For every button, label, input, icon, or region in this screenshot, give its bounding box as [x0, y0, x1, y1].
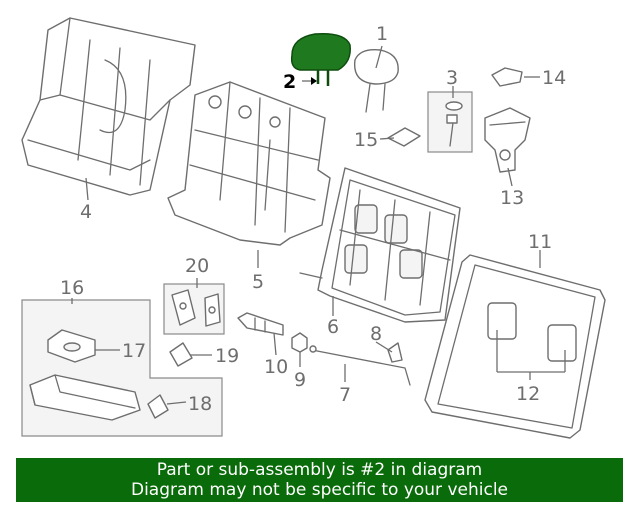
callout-10: 10 — [264, 356, 288, 378]
rod[interactable] — [309, 345, 411, 386]
callout-19: 19 — [215, 345, 239, 367]
callout-7: 7 — [339, 384, 351, 406]
banner-line-2: Diagram may not be specific to your vehi… — [130, 480, 508, 500]
banner-line-1: Part or sub-assembly is #2 in diagram — [156, 460, 483, 480]
callout-5: 5 — [252, 271, 264, 293]
callout-2: 2 — [283, 71, 296, 93]
parts-diagram: 1 2 3 4 5 6 7 8 9 10 11 12 13 14 15 16 1… — [21, 17, 606, 439]
headrest[interactable] — [353, 49, 399, 113]
small-clip[interactable] — [387, 342, 403, 363]
callout-16: 16 — [60, 277, 84, 299]
callout-13: 13 — [500, 187, 524, 209]
callout-11: 11 — [528, 231, 552, 253]
callout-9: 9 — [294, 369, 306, 391]
callout-3: 3 — [446, 67, 458, 89]
callout-18: 18 — [188, 393, 212, 415]
callout-14: 14 — [542, 67, 566, 89]
headrest-guide[interactable] — [427, 91, 473, 153]
clip-bottom[interactable] — [147, 394, 169, 419]
bracket-set[interactable] — [163, 283, 225, 335]
callout-12: 12 — [516, 383, 540, 405]
callout-15: 15 — [354, 129, 378, 151]
seal[interactable] — [424, 254, 606, 439]
callout-1: 1 — [376, 23, 388, 45]
info-banner: Part or sub-assembly is #2 in diagram Di… — [16, 458, 623, 502]
storage-bin[interactable] — [29, 374, 141, 421]
highlighted-headrest[interactable] — [290, 32, 351, 86]
callout-8: 8 — [370, 323, 382, 345]
latch[interactable] — [484, 107, 531, 173]
seat-back-cushion[interactable] — [21, 17, 196, 196]
callout-6: 6 — [327, 316, 339, 338]
bolt[interactable] — [237, 312, 284, 336]
callout-4: 4 — [80, 201, 92, 223]
callout-17: 17 — [122, 340, 146, 362]
nut[interactable] — [291, 332, 308, 353]
seat-back-frame[interactable] — [167, 81, 331, 246]
clip-mid[interactable] — [169, 342, 193, 367]
callout-20: 20 — [185, 255, 209, 277]
seat-back-frame-metal[interactable] — [299, 167, 461, 323]
pad[interactable] — [387, 127, 421, 147]
leader-lines — [71, 45, 566, 405]
clip-top[interactable] — [491, 67, 523, 87]
cup-holder[interactable] — [47, 329, 96, 363]
